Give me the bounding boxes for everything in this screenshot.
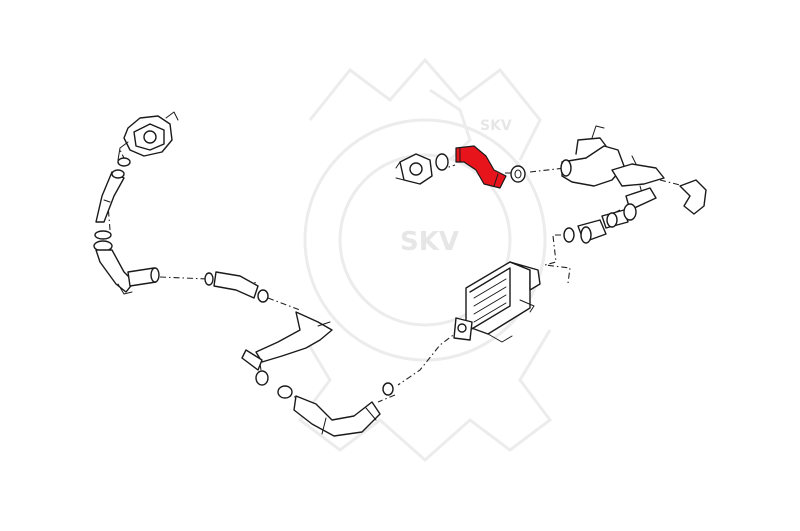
watermark-text-top: SKV [480, 118, 512, 134]
leader-lines [107, 149, 681, 403]
highlighted-hose [455, 145, 507, 189]
lower-left-hose-group [204, 271, 333, 386]
watermark-logo: SKV SKV [297, 57, 553, 463]
hose-clamp-right [510, 165, 526, 183]
throttle-body [395, 153, 449, 185]
right-lower-hose-group [563, 203, 637, 244]
upper-right-pipe-assembly [560, 125, 707, 215]
turbocharger [117, 111, 179, 167]
turbo-outlet-pipe [93, 169, 160, 295]
bottom-intercooler-pipe [277, 382, 394, 437]
intercooler [453, 261, 541, 343]
watermark-text-center: SKV [400, 227, 459, 257]
